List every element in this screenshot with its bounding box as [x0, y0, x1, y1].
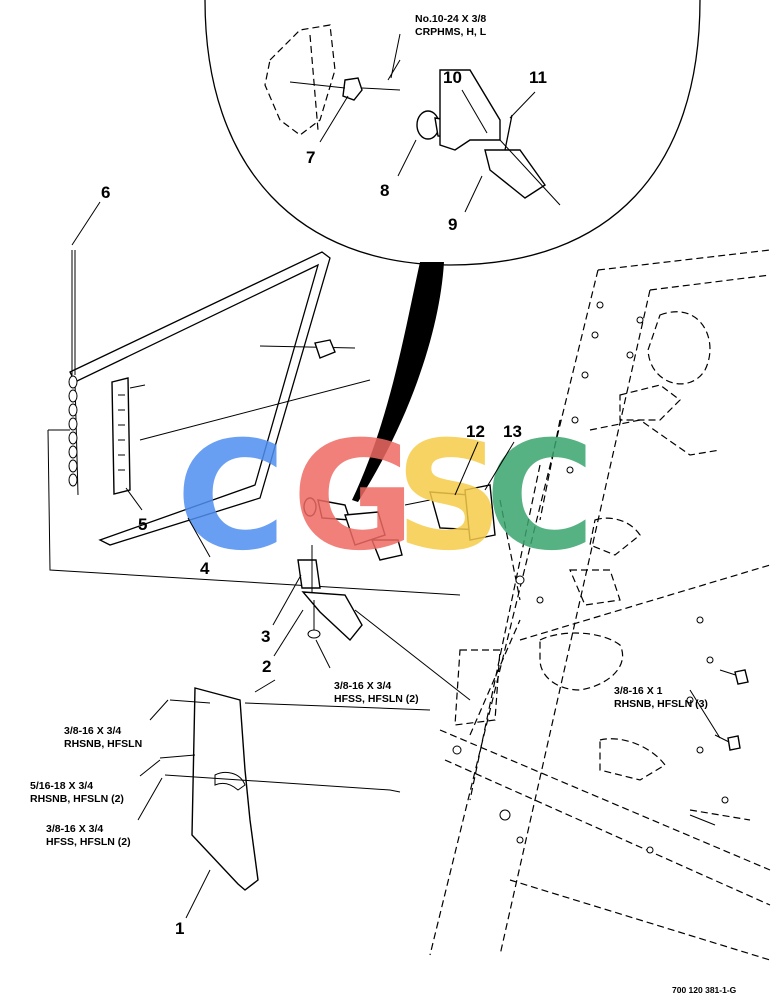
note-rhsnb2-line1: 5/16-18 X 3/4: [30, 780, 93, 792]
callout-13: 13: [503, 422, 522, 441]
callout-9: 9: [448, 215, 457, 234]
detail-leader: [352, 262, 444, 502]
figure-reference: 700 120 381-1-G: [672, 985, 737, 995]
chain-links: [68, 375, 78, 487]
watermark-letter-c: C: [176, 410, 286, 584]
parts-2-3: [297, 545, 471, 701]
hardware-notes: No.10-24 X 3/8 CRPHMS, H, L 3/8-16 X 3/4…: [30, 13, 708, 848]
part-1-panel: [159, 679, 431, 891]
callout-12: 12: [466, 422, 485, 441]
note-top-line1: No.10-24 X 3/8: [415, 13, 486, 25]
detail-inset: [204, 0, 701, 266]
shield-hardware: [139, 339, 371, 441]
callout-2: 2: [262, 657, 271, 676]
note-right-line1: 3/8-16 X 1: [614, 685, 663, 697]
callout-3: 3: [261, 627, 270, 646]
note-right-line2: RHSNB, HFSLN (3): [614, 698, 708, 710]
note-top-line2: CRPHMS, H, L: [415, 26, 487, 38]
callout-4: 4: [200, 559, 210, 578]
right-bolts: [689, 669, 749, 826]
part-6-rod: [68, 250, 78, 487]
note-rhsnb2-line2: RHSNB, HFSLN (2): [30, 793, 124, 805]
note-hfss-mid-line1: 3/8-16 X 3/4: [334, 680, 391, 692]
parts-12-13: [404, 484, 496, 541]
machine-frame: [429, 249, 771, 961]
leader-lines: [71, 33, 721, 919]
watermark-letter-g: G: [292, 410, 415, 584]
note-hfss-left-line1: 3/8-16 X 3/4: [46, 823, 103, 835]
callout-6: 6: [101, 183, 110, 202]
note-rhsnb-line1: 3/8-16 X 3/4: [64, 725, 121, 737]
callout-8: 8: [380, 181, 389, 200]
watermark: C G S C: [176, 410, 595, 584]
callout-5: 5: [138, 515, 147, 534]
note-rhsnb-line2: RHSNB, HFSLN: [64, 738, 142, 750]
callout-7: 7: [306, 148, 315, 167]
callout-11: 11: [529, 68, 547, 87]
callout-1: 1: [175, 919, 184, 938]
watermark-letter-s: S: [395, 410, 503, 584]
part-5-bracket: [111, 377, 146, 495]
callout-10: 10: [443, 68, 462, 87]
callout-numbers: 1 2 3 4 5 6 7 8 9 10 11 12 13: [101, 68, 547, 938]
note-hfss-mid-line2: HFSS, HFSLN (2): [334, 693, 419, 705]
latch-assembly: [303, 497, 403, 561]
frame-holes: [452, 301, 729, 854]
note-hfss-left-line2: HFSS, HFSLN (2): [46, 836, 131, 848]
watermark-letter-c2: C: [485, 410, 595, 584]
